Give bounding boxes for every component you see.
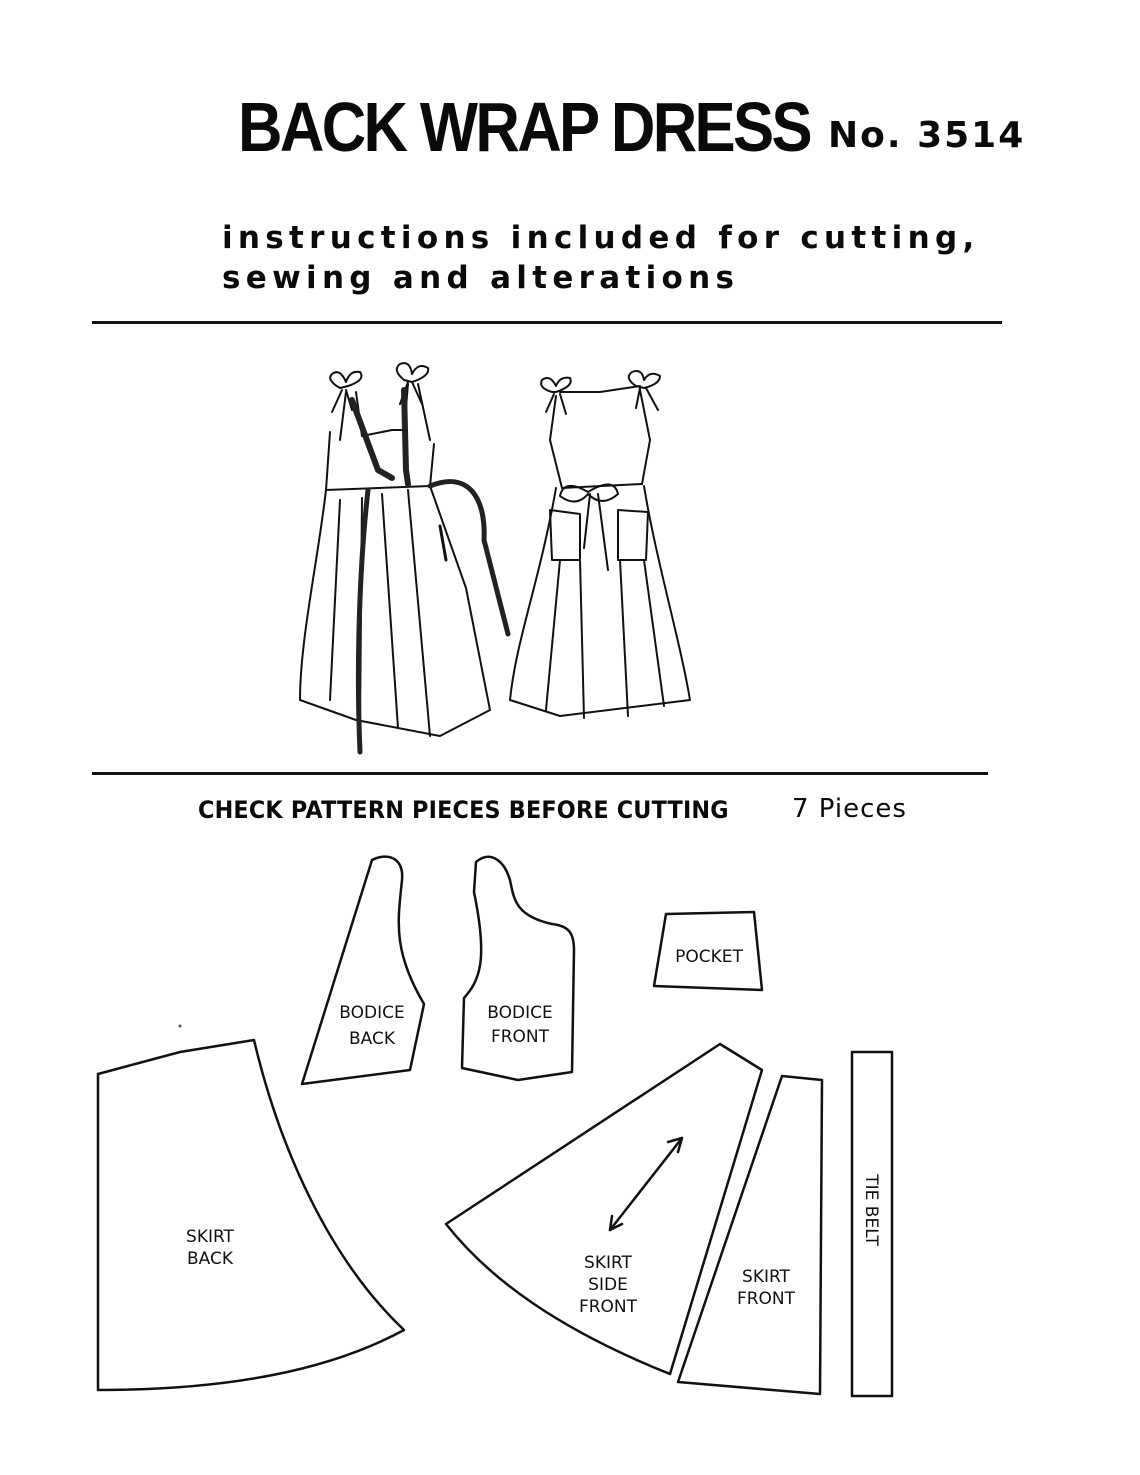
skirt-side-front-label-1: SKIRT <box>584 1253 633 1273</box>
skirt-side-front-label-2: SIDE <box>588 1275 628 1295</box>
dress-back-view <box>509 370 691 719</box>
bodice-front-piece <box>460 855 576 1082</box>
skirt-front-piece <box>676 1074 824 1396</box>
bodice-front-label-1: BODICE <box>487 1003 552 1023</box>
pattern-number: No. 3514 <box>828 115 1026 156</box>
grainline-arrow-icon <box>608 1136 684 1232</box>
bodice-back-label-1: BODICE <box>339 1003 404 1023</box>
skirt-side-front-label-3: FRONT <box>579 1297 638 1317</box>
check-pattern-instruction: CHECK PATTERN PIECES BEFORE CUTTING <box>198 796 729 824</box>
pattern-title: BACK WRAP DRESS <box>238 88 813 166</box>
skirt-back-label-1: SKIRT <box>186 1227 235 1247</box>
pieces-count: 7 Pieces <box>792 794 907 824</box>
skirt-back-label-2: BACK <box>187 1249 234 1269</box>
subtitle-line-2: sewing and alterations <box>222 260 740 296</box>
bodice-back-label-2: BACK <box>349 1029 396 1049</box>
skirt-front-label-2: FRONT <box>737 1289 796 1309</box>
pocket-label: POCKET <box>675 947 743 967</box>
skirt-side-front-piece <box>444 1042 764 1376</box>
bodice-back-piece <box>300 855 426 1086</box>
tie-belt-label: TIE BELT <box>861 1173 881 1246</box>
top-divider <box>92 321 1002 324</box>
skirt-back-piece <box>96 1038 406 1392</box>
middle-divider <box>92 772 988 775</box>
subtitle-line-1: instructions included for cutting, <box>222 220 980 256</box>
subtitle: instructions included for cutting, sewin… <box>222 218 980 298</box>
tie-belt-piece <box>850 1050 894 1398</box>
skirt-front-label-1: SKIRT <box>742 1267 791 1287</box>
bodice-front-label-2: FRONT <box>491 1027 550 1047</box>
pocket-piece <box>652 910 764 992</box>
dress-front-view <box>299 362 511 755</box>
speck <box>178 1024 182 1028</box>
